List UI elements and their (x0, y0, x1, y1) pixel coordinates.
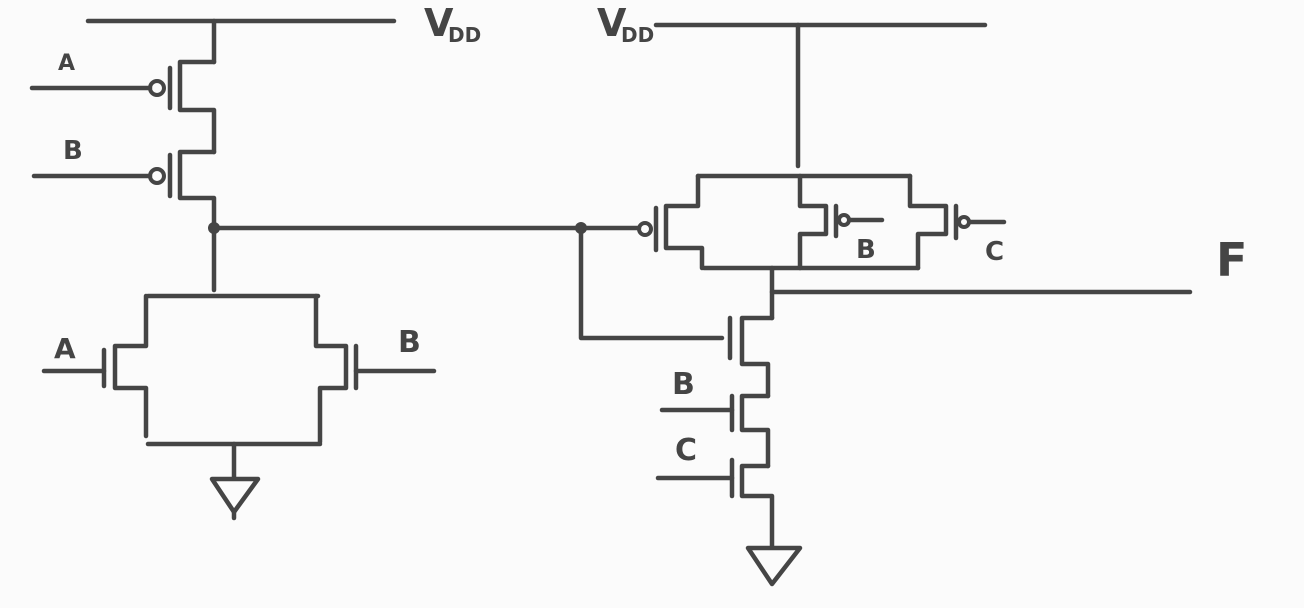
ground-symbol-right (745, 545, 803, 587)
pmos-transistor-b (31, 149, 217, 231)
nmos-parallel-network (41, 293, 437, 481)
nmos-series-stack (578, 225, 775, 549)
intermediate-node-wire (208, 222, 587, 293)
vdd-label-right: V (597, 1, 627, 45)
vdd-subscript-left: DD (448, 23, 481, 47)
vdd-rail-left (85, 18, 397, 65)
input-label-b-pmos: B (63, 136, 83, 166)
input-label-b-right-nmos: B (672, 367, 695, 402)
output-label-f: F (1216, 233, 1247, 287)
input-label-a-nmos: A (54, 332, 76, 365)
pmos-parallel-network-right (578, 173, 1007, 271)
output-wire (769, 265, 1193, 321)
input-label-b-nmos: B (398, 325, 421, 360)
vdd-subscript-right: DD (621, 23, 654, 47)
vdd-rail-right (653, 22, 988, 169)
vdd-label-left: V (424, 1, 454, 45)
input-label-c-right-nmos: C (675, 433, 697, 468)
pmos-transistor-a (29, 59, 217, 155)
input-label-c-right-pmos: C (985, 237, 1004, 267)
input-label-b-right-pmos: B (856, 235, 876, 265)
input-label-a-pmos: A (58, 51, 75, 76)
ground-symbol-left (209, 476, 261, 521)
